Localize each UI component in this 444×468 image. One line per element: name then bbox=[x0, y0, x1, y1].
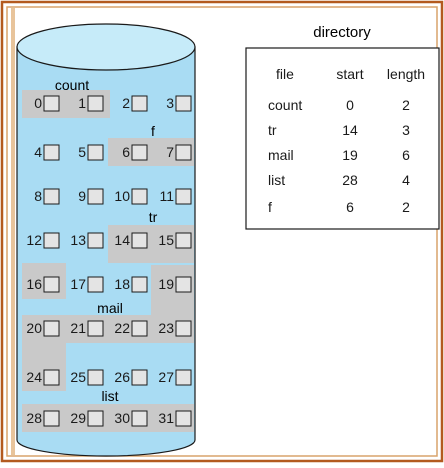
directory: directory file start length count 0 2 tr 14 3 mai… bbox=[245, 24, 440, 230]
directory-cell-3-2: 4 bbox=[402, 172, 410, 188]
directory-table: file start length count 0 2 tr 14 3 mail 19 6 list 28… bbox=[268, 66, 425, 215]
directory-cell-3-0: list bbox=[268, 172, 285, 188]
disk-label-tr: tr bbox=[149, 209, 158, 225]
disk-label-list: list bbox=[101, 388, 118, 404]
directory-header-file: file bbox=[276, 66, 294, 82]
disk-label-mail: mail bbox=[97, 300, 123, 316]
block-box-0 bbox=[43, 95, 60, 112]
directory-table-border bbox=[245, 47, 440, 230]
block-box-13 bbox=[87, 232, 104, 249]
block-number-20: 20 bbox=[26, 320, 42, 336]
directory-cell-1-1: 14 bbox=[342, 122, 358, 138]
block-number-31: 31 bbox=[158, 410, 174, 426]
block-box-8 bbox=[43, 188, 60, 205]
block-number-23: 23 bbox=[158, 320, 174, 336]
block-number-8: 8 bbox=[34, 188, 42, 204]
block-number-5: 5 bbox=[78, 144, 86, 160]
block-box-1 bbox=[87, 95, 104, 112]
directory-cell-2-2: 6 bbox=[402, 147, 410, 163]
block-box-31 bbox=[175, 410, 192, 427]
block-box-28 bbox=[43, 410, 60, 427]
directory-cell-4-0: f bbox=[268, 199, 272, 215]
block-box-18 bbox=[131, 276, 148, 293]
block-box-21 bbox=[87, 320, 104, 337]
block-number-28: 28 bbox=[26, 410, 42, 426]
block-box-14 bbox=[131, 232, 148, 249]
block-number-3: 3 bbox=[166, 95, 174, 111]
block-box-24 bbox=[43, 369, 60, 386]
block-box-20 bbox=[43, 320, 60, 337]
block-number-9: 9 bbox=[78, 188, 86, 204]
block-box-15 bbox=[175, 232, 192, 249]
block-box-4 bbox=[43, 144, 60, 161]
disk-label-f: f bbox=[151, 123, 155, 139]
block-number-11: 11 bbox=[159, 188, 174, 204]
disk-label-count: count bbox=[55, 77, 89, 93]
block-box-25 bbox=[87, 369, 104, 386]
directory-title: directory bbox=[313, 24, 371, 41]
block-box-19 bbox=[175, 276, 192, 293]
block-box-2 bbox=[131, 95, 148, 112]
block-number-16: 16 bbox=[26, 276, 42, 292]
block-number-6: 6 bbox=[122, 144, 130, 160]
block-box-10 bbox=[131, 188, 148, 205]
block-box-3 bbox=[175, 95, 192, 112]
block-number-27: 27 bbox=[158, 369, 174, 385]
directory-cell-3-1: 28 bbox=[342, 172, 358, 188]
directory-cell-1-2: 3 bbox=[402, 122, 410, 138]
block-number-26: 26 bbox=[114, 369, 130, 385]
block-number-13: 13 bbox=[70, 232, 86, 248]
block-box-9 bbox=[87, 188, 104, 205]
block-number-22: 22 bbox=[114, 320, 130, 336]
block-box-12 bbox=[43, 232, 60, 249]
disk-cylinder-top bbox=[16, 23, 196, 71]
directory-cell-4-2: 2 bbox=[402, 199, 410, 215]
directory-cell-2-0: mail bbox=[268, 147, 294, 163]
block-number-0: 0 bbox=[34, 95, 42, 111]
directory-cell-4-1: 6 bbox=[346, 199, 354, 215]
block-number-18: 18 bbox=[114, 276, 130, 292]
block-number-25: 25 bbox=[70, 369, 86, 385]
block-box-27 bbox=[175, 369, 192, 386]
block-number-7: 7 bbox=[166, 144, 174, 160]
directory-cell-0-1: 0 bbox=[346, 97, 354, 113]
directory-cell-2-1: 19 bbox=[342, 147, 358, 163]
directory-cell-1-0: tr bbox=[268, 122, 277, 138]
block-box-17 bbox=[87, 276, 104, 293]
directory-header-start: start bbox=[336, 66, 363, 82]
disk-file-labels: count f tr mail list bbox=[55, 77, 158, 404]
block-number-21: 21 bbox=[70, 320, 86, 336]
block-number-2: 2 bbox=[122, 95, 130, 111]
block-box-11 bbox=[175, 188, 192, 205]
block-number-19: 19 bbox=[158, 276, 174, 292]
block-box-30 bbox=[131, 410, 148, 427]
block-number-17: 17 bbox=[70, 276, 86, 292]
block-box-16 bbox=[43, 276, 60, 293]
directory-header-length: length bbox=[387, 66, 425, 82]
block-number-15: 15 bbox=[158, 232, 174, 248]
block-number-14: 14 bbox=[114, 232, 130, 248]
block-box-26 bbox=[131, 369, 148, 386]
block-box-7 bbox=[175, 144, 192, 161]
figure-frame-inner bbox=[6, 6, 438, 457]
block-number-29: 29 bbox=[70, 410, 86, 426]
directory-cell-0-0: count bbox=[268, 97, 302, 113]
block-box-6 bbox=[131, 144, 148, 161]
directory-cell-0-2: 2 bbox=[402, 97, 410, 113]
block-number-24: 24 bbox=[26, 369, 42, 385]
block-box-5 bbox=[87, 144, 104, 161]
block-number-1: 1 bbox=[78, 95, 86, 111]
block-number-4: 4 bbox=[34, 144, 42, 160]
frame-left-band bbox=[11, 8, 15, 455]
block-box-29 bbox=[87, 410, 104, 427]
block-number-12: 12 bbox=[26, 232, 42, 248]
block-box-23 bbox=[175, 320, 192, 337]
block-box-22 bbox=[131, 320, 148, 337]
block-number-10: 10 bbox=[114, 188, 130, 204]
block-number-30: 30 bbox=[114, 410, 130, 426]
